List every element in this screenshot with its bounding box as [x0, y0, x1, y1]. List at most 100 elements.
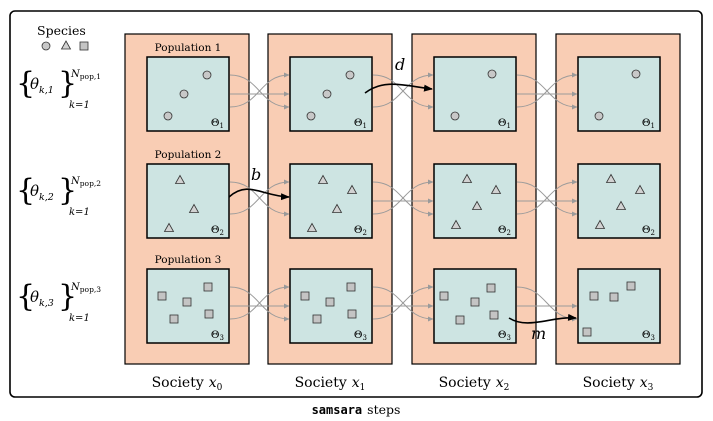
triangle-marker — [331, 203, 343, 213]
left-brace: { — [16, 279, 35, 314]
square-marker — [470, 297, 480, 307]
triangle-marker — [605, 173, 617, 183]
circle-marker — [179, 89, 189, 99]
square-marker — [609, 292, 619, 302]
population-box-r3-c3: Θ3 — [577, 268, 661, 344]
death-move-arrow — [364, 83, 433, 94]
box-param-label: Θ3 — [642, 329, 655, 342]
theta-subscript: k,2 — [39, 192, 54, 203]
society-sub: 3 — [648, 383, 654, 393]
theta-symbol: θ — [30, 182, 39, 200]
society-sub: 2 — [504, 383, 510, 393]
footer-text: steps — [367, 402, 400, 417]
left-brace: { — [16, 66, 35, 101]
right-brace: } — [58, 173, 77, 208]
circle-marker — [202, 70, 212, 80]
upper-limit-n: N — [70, 282, 81, 293]
lower-limit: k=1 — [69, 100, 90, 111]
circle-marker — [450, 111, 460, 121]
outer-frame — [9, 10, 703, 398]
left-brace: { — [16, 173, 35, 208]
triangle-marker — [317, 174, 329, 184]
box-param-label: Θ3 — [498, 329, 511, 342]
box-theta: Θ — [211, 224, 220, 236]
society-var: x — [640, 375, 648, 391]
population-box-r2-c1: Θ2 — [289, 163, 373, 239]
species-label: Species — [37, 23, 86, 38]
box-theta-sub: 3 — [507, 334, 511, 342]
box-param-label: Θ2 — [354, 224, 367, 237]
population-label-3: Population 3 — [155, 254, 222, 266]
box-theta: Θ — [642, 224, 651, 236]
box-theta-sub: 1 — [651, 122, 655, 130]
society-sub: 1 — [360, 383, 366, 393]
box-param-label: Θ1 — [354, 117, 367, 130]
population-box-r3-c2: Θ3 — [433, 268, 517, 344]
society-word: Society — [439, 375, 491, 391]
upper-limit-n: N — [70, 176, 81, 187]
box-theta-sub: 2 — [651, 229, 655, 237]
square-marker — [582, 327, 592, 337]
society-sub: 0 — [217, 383, 223, 393]
transition-arrow — [516, 72, 578, 108]
circle-marker — [306, 111, 316, 121]
population-box-r2-c0: Θ2 — [146, 163, 230, 239]
triangle-marker — [634, 184, 646, 194]
population-box-frame — [577, 163, 661, 239]
population-label-2: Population 2 — [155, 149, 222, 161]
square-marker — [182, 297, 192, 307]
footer-code: samsara — [312, 403, 363, 417]
right-brace: } — [58, 279, 77, 314]
box-param-label: Θ1 — [498, 117, 511, 130]
box-theta-sub: 3 — [651, 334, 655, 342]
birth-move-arrow — [228, 188, 290, 201]
square-marker — [169, 314, 179, 324]
population-label-1: Population 1 — [155, 42, 222, 54]
circle-marker — [322, 89, 332, 99]
square-marker — [157, 291, 167, 301]
transition-arrow — [229, 284, 290, 320]
transition-arrows — [229, 72, 578, 322]
right-brace: } — [58, 66, 77, 101]
box-param-label: Θ2 — [211, 224, 224, 237]
box-theta: Θ — [354, 329, 363, 341]
upper-limit-n: N — [70, 69, 81, 80]
theta-symbol: θ — [30, 288, 39, 306]
population-box-r2-c2: Θ2 — [433, 163, 517, 239]
triangle-marker — [163, 222, 175, 232]
box-theta: Θ — [498, 329, 507, 341]
triangle-marker — [461, 173, 473, 183]
upper-limit: Npop,2 — [70, 176, 101, 188]
square-marker — [203, 282, 213, 292]
upper-limit: Npop,3 — [70, 282, 101, 294]
footer-caption: samsara steps — [312, 402, 401, 417]
society-var: x — [352, 375, 360, 391]
square-marker — [455, 315, 465, 325]
transition-arrow — [229, 179, 290, 215]
box-theta: Θ — [211, 117, 220, 129]
population-box-r3-c0: Θ3 — [146, 268, 230, 344]
box-theta-sub: 1 — [220, 122, 224, 130]
population-box-frame — [577, 268, 661, 344]
population-box-frame — [577, 56, 661, 132]
lower-limit: k=1 — [69, 313, 90, 324]
population-box-r1-c0: Θ1 — [146, 56, 230, 132]
death-move-label: d — [395, 55, 405, 74]
species-circle-icon — [41, 41, 51, 51]
society-label-2: Society x2 — [439, 375, 510, 393]
society-word: Society — [152, 375, 204, 391]
box-theta: Θ — [498, 224, 507, 236]
transition-arrow — [372, 284, 434, 320]
society-var: x — [496, 375, 504, 391]
box-theta-sub: 3 — [220, 334, 224, 342]
society-word: Society — [583, 375, 635, 391]
special-moves: bdm — [228, 55, 577, 343]
society-var: x — [209, 375, 217, 391]
circle-marker — [345, 70, 355, 80]
society-label-0: Society x0 — [152, 375, 223, 393]
